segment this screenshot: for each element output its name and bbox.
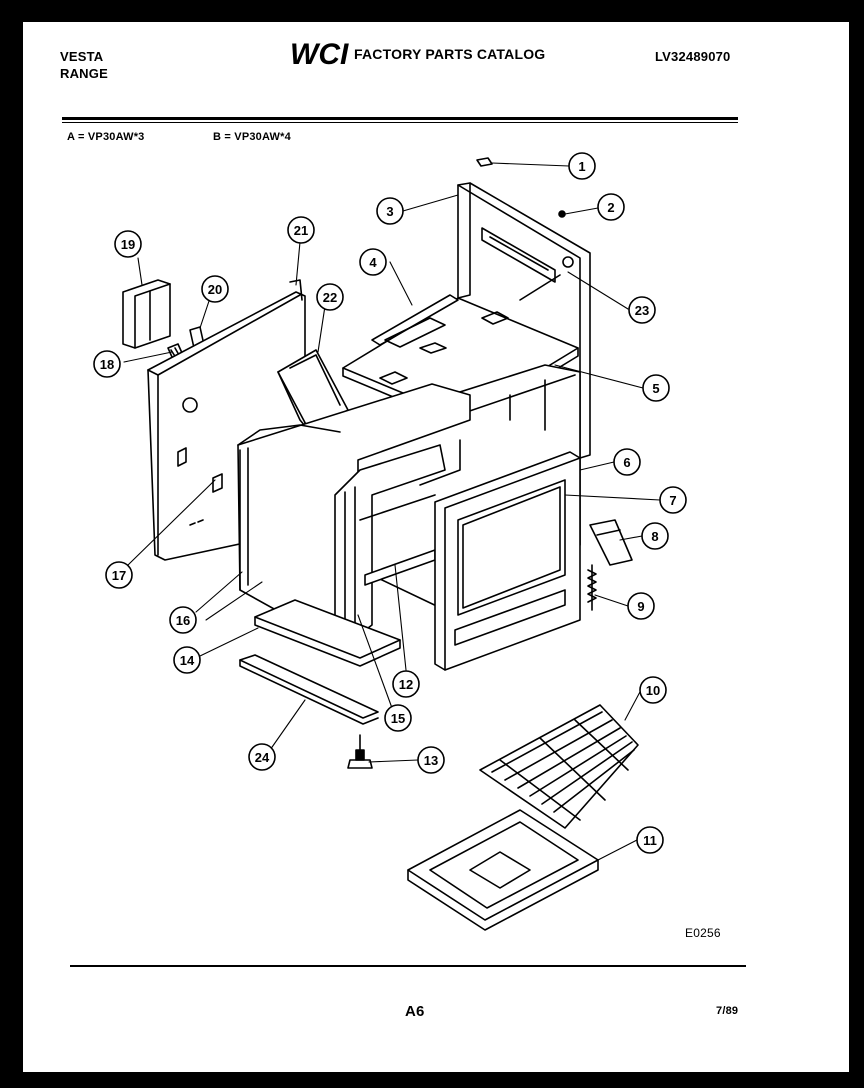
callout-label-10: 10	[646, 683, 660, 698]
wci-logo: WCI	[290, 38, 349, 69]
part-13-leveler	[347, 734, 373, 769]
callout-label-13: 13	[424, 753, 438, 768]
callout-3	[376, 197, 404, 225]
callout-13	[417, 746, 445, 774]
part-9-spring	[587, 564, 597, 611]
product-type: RANGE	[60, 66, 108, 81]
callout-6	[613, 448, 641, 476]
callout-label-24: 24	[255, 750, 270, 765]
part-11-broiler-pan	[407, 809, 599, 931]
callout-label-2: 2	[607, 200, 614, 215]
callout-23	[628, 296, 656, 324]
callout-label-20: 20	[208, 282, 222, 297]
callout-2	[597, 193, 625, 221]
callout-9	[627, 592, 655, 620]
callout-label-16: 16	[176, 613, 190, 628]
model-b-label: B = VP30AW*4	[213, 131, 291, 143]
callout-7	[659, 486, 687, 514]
callout-20	[201, 275, 229, 303]
callout-label-3: 3	[386, 204, 393, 219]
callout-label-19: 19	[121, 237, 135, 252]
revision-date: 7/89	[716, 1005, 739, 1017]
drawing-code: E0256	[685, 926, 721, 940]
brand-name: VESTA	[60, 49, 104, 64]
header-rule	[62, 117, 738, 120]
callout-markers	[93, 152, 687, 854]
scan-border-right	[849, 0, 864, 1088]
callout-label-4: 4	[369, 255, 377, 270]
callout-label-17: 17	[112, 568, 126, 583]
callout-15	[384, 704, 412, 732]
callout-1	[568, 152, 596, 180]
callout-21	[287, 216, 315, 244]
callout-14	[173, 646, 201, 674]
callout-19	[114, 230, 142, 258]
header-rule-thin	[62, 122, 738, 123]
part-10-oven-rack	[479, 704, 639, 829]
callout-label-14: 14	[180, 653, 195, 668]
page-number: A6	[405, 1003, 425, 1020]
callout-label-12: 12	[399, 677, 413, 692]
callout-8	[641, 522, 669, 550]
callout-label-8: 8	[651, 529, 658, 544]
callout-label-6: 6	[623, 455, 630, 470]
callout-label-5: 5	[652, 381, 659, 396]
part-19-bracket	[122, 279, 171, 349]
scan-border-top	[0, 0, 864, 22]
callout-label-7: 7	[669, 493, 676, 508]
callout-5	[642, 374, 670, 402]
logo-text: WCI	[290, 38, 349, 69]
leader-lines	[123, 162, 661, 861]
part-2-screw	[558, 210, 566, 218]
callout-16	[169, 606, 197, 634]
part-3-back-panel	[457, 182, 591, 459]
model-a-label: A = VP30AW*3	[67, 131, 145, 143]
callout-24	[248, 743, 276, 771]
callout-12	[392, 670, 420, 698]
callout-label-15: 15	[391, 711, 405, 726]
callout-10	[639, 676, 667, 704]
catalog-title: FACTORY PARTS CATALOG	[354, 46, 546, 62]
callout-11	[636, 826, 664, 854]
footer-rule	[70, 965, 746, 967]
callout-17	[105, 561, 133, 589]
catalog-number: LV32489070	[655, 49, 731, 64]
callout-18	[93, 350, 121, 378]
callout-label-21: 21	[294, 223, 308, 238]
scan-border-left	[0, 0, 23, 1088]
callout-22	[316, 283, 344, 311]
callout-label-18: 18	[100, 357, 114, 372]
callout-label-1: 1	[578, 159, 585, 174]
part-14-bottom-panel	[254, 599, 401, 667]
callout-numbers: 1 2 3 4 5 6 7 8 9 10 11 12 13 14 15 16 1…	[100, 159, 677, 848]
callout-label-22: 22	[323, 290, 337, 305]
part-24-kick-plate	[239, 654, 379, 725]
part-7-oven-door	[434, 451, 581, 671]
part-8-hinge	[589, 519, 633, 566]
scan-border-bottom	[0, 1072, 864, 1088]
callout-4	[359, 248, 387, 276]
callout-label-9: 9	[637, 599, 644, 614]
callout-label-11: 11	[643, 833, 657, 848]
part-1-cap	[476, 157, 493, 167]
callout-label-23: 23	[635, 303, 649, 318]
